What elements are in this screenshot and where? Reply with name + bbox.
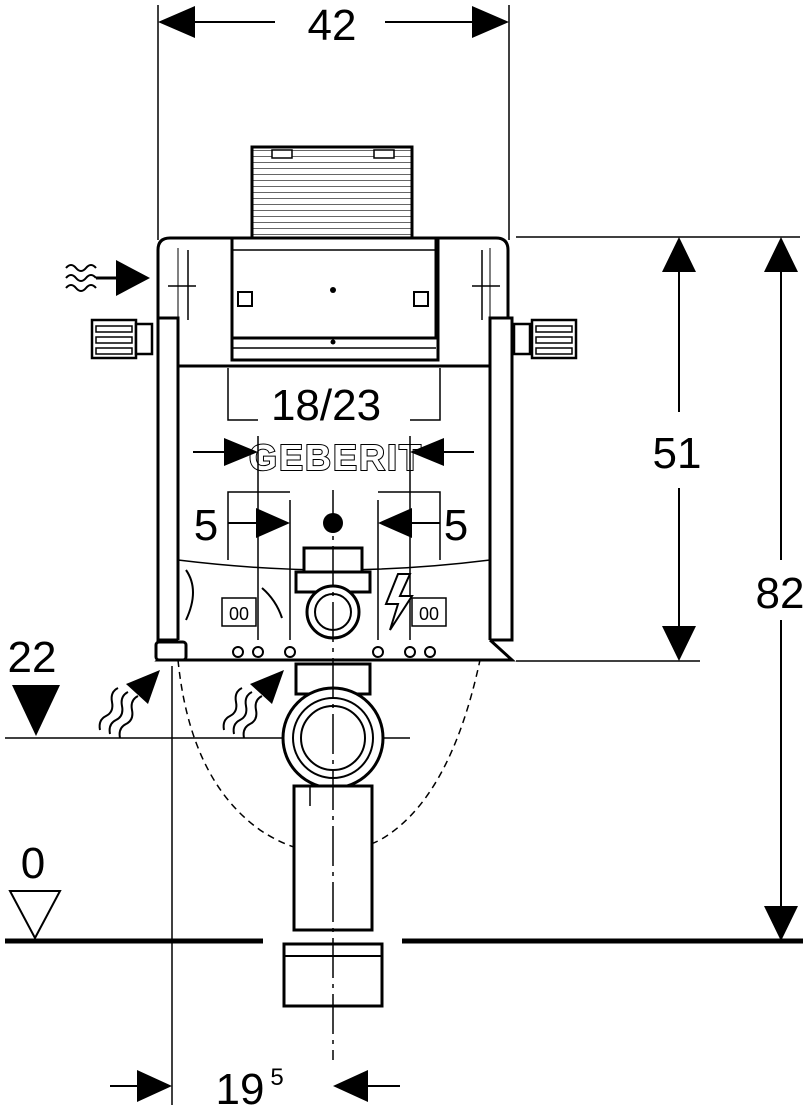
arrow-head-right	[137, 1070, 172, 1102]
label-anchor-right: 5	[444, 501, 468, 550]
triangle-down-outline-icon	[8, 890, 62, 941]
label-width-total: 42	[308, 1, 357, 50]
arrow-head-up	[662, 237, 696, 272]
arrow-head-down	[662, 626, 696, 661]
svg-text:00: 00	[419, 604, 439, 624]
arrow-head-left	[158, 6, 195, 38]
wavy-arrow-icon	[65, 260, 150, 296]
installation-frame: 18/23 GEBERIT 5 5 00 00	[90, 145, 578, 662]
wall-bracket-right	[512, 318, 578, 360]
label-height-total: 82	[756, 569, 805, 618]
dimension-height-frame: 51	[516, 236, 800, 662]
wall-bracket-left	[90, 318, 154, 360]
frame-leg-right	[488, 316, 514, 642]
wavy-arrow-icon	[222, 670, 284, 739]
actuator-grill	[250, 145, 414, 240]
level-marker-floor: 0	[8, 839, 62, 941]
frame-crossbar	[154, 638, 516, 662]
lightning-icon	[384, 573, 414, 631]
toilet-outline	[177, 659, 481, 854]
frame-leg-left	[156, 316, 180, 642]
label-anchor-left: 5	[194, 501, 218, 550]
svg-text:00: 00	[229, 604, 249, 624]
triangle-down-icon	[12, 685, 60, 736]
label-drain-offset-superscript: 5	[270, 1064, 283, 1091]
arrow-head-right	[472, 6, 509, 38]
level-marker-upper: 22	[5, 633, 410, 739]
dimension-width-total: 42	[157, 1, 510, 240]
label-level-upper: 22	[8, 633, 57, 682]
brand-logo: GEBERIT	[249, 437, 423, 478]
arrow-head-left	[333, 1070, 368, 1102]
dimension-height-total: 82	[756, 237, 805, 941]
label-drain-offset: 19	[216, 1065, 265, 1112]
dimension-drain-offset: 19 5	[110, 666, 400, 1112]
arrow-head-up	[764, 237, 798, 272]
wavy-arrow-icon	[98, 670, 160, 739]
foot-bracket	[154, 640, 188, 662]
label-height-frame: 51	[653, 429, 702, 478]
label-level-floor: 0	[21, 839, 45, 888]
label-actuator-height: 18/23	[271, 381, 381, 430]
arrow-head-down	[764, 906, 798, 941]
